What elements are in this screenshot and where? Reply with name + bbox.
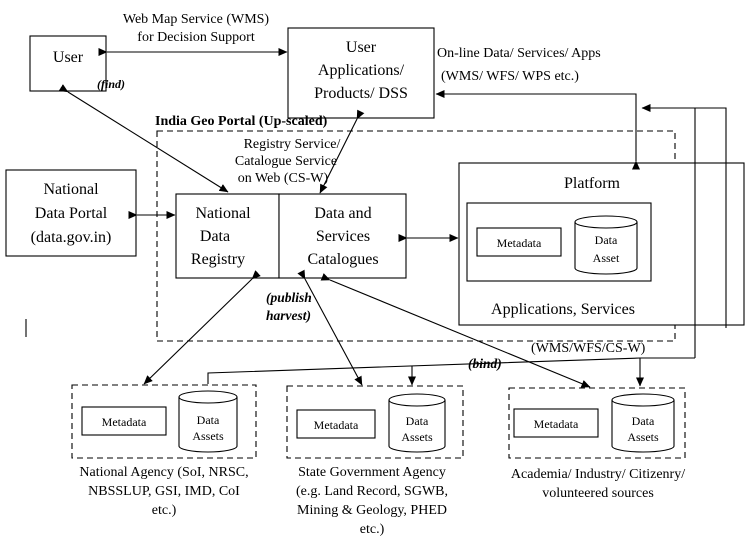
na-data-assets-line-2: Assets (192, 429, 224, 443)
agency1-line-1: National Agency (SoI, NRSC, (79, 465, 248, 480)
na-metadata-label: Metadata (102, 415, 147, 429)
ac-data-assets-line-1: Data (632, 414, 655, 428)
sa-metadata-box (296, 409, 376, 439)
agency1-line-2: NBSSLUP, GSI, IMD, CoI (88, 484, 240, 499)
agency2-line-1: State Government Agency (298, 465, 446, 480)
sa-data-assets-cylinder (388, 393, 446, 453)
agency2-line-3: Mining & Geology, PHED (297, 503, 447, 518)
na-metadata-box (81, 406, 167, 436)
trunk-horizontal (207, 357, 695, 384)
user-apps-line-1: User (346, 39, 377, 56)
ndr-line-1: National (195, 205, 251, 222)
platform-loop-connector (641, 104, 727, 328)
academia-boundary (508, 387, 686, 459)
user-box (29, 35, 107, 92)
data-services-catalogues-box (278, 193, 407, 279)
ndr-line-3: Registry (191, 251, 245, 268)
ndr-line-2: Data (200, 228, 230, 245)
registry-line-2: Catalogue Service (235, 154, 337, 169)
find-label: (find) (97, 77, 125, 91)
agency2-line-4: etc.) (360, 522, 385, 537)
platform-title: Platform (564, 175, 621, 192)
wms-wfs-csw-label: (WMS/WFS/CS-W) (531, 341, 646, 356)
user-applications-box (287, 27, 435, 119)
agency3-line-1: Academia/ Industry/ Citizenry/ (511, 467, 685, 482)
ndp-line-3: (data.gov.in) (31, 229, 112, 246)
online-label-line-2: (WMS/ WFS/ WPS etc.) (441, 69, 579, 84)
dsc-line-1: Data and (314, 205, 371, 222)
ac-data-assets-cylinder (611, 393, 675, 453)
ndp-line-2: Data Portal (35, 205, 108, 222)
sa-metadata-label: Metadata (314, 418, 359, 432)
agency3-line-2: volunteered sources (542, 486, 654, 501)
sa-data-assets-line-1: Data (406, 414, 429, 428)
registry-line-1: Registry Service/ (244, 137, 341, 152)
wms-label-line-2: for Decision Support (137, 30, 255, 45)
agency2-line-2: (e.g. Land Record, SGWB, (296, 484, 448, 499)
user-label: User (53, 49, 84, 66)
platform-metadata-box (476, 227, 562, 257)
national-data-registry-box (175, 193, 280, 279)
dsc-line-2: Services (316, 228, 370, 245)
registry-line-3: on Web (CS-W) (238, 171, 329, 186)
applications-services-label: Applications, Services (491, 301, 635, 318)
wms-label-line-1: Web Map Service (WMS) (123, 12, 270, 27)
user-apps-line-2: Applications/ (318, 62, 405, 79)
sa-data-assets-line-2: Assets (401, 430, 433, 444)
bind-connector (320, 273, 591, 388)
ndr-national-agency-connector (143, 270, 261, 385)
dsc-line-3: Catalogues (307, 251, 378, 268)
ac-metadata-label: Metadata (534, 417, 579, 431)
user-apps-line-3: Products/ DSS (314, 85, 408, 102)
ac-metadata-box (513, 408, 599, 438)
state-agency-boundary (286, 385, 464, 459)
platform-data-asset-line-2: Asset (593, 251, 620, 265)
ndp-line-1: National (43, 181, 99, 198)
platform-metadata-label: Metadata (497, 236, 542, 250)
national-agency-boundary (71, 384, 257, 459)
publish-line-2: harvest) (266, 308, 311, 323)
portal-title: India Geo Portal (Up-scaled) (155, 114, 328, 129)
na-data-assets-cylinder (178, 390, 238, 453)
catalogue-apps-connector (319, 109, 365, 194)
na-data-assets-line-1: Data (197, 413, 220, 427)
platform-data-asset-line-1: Data (595, 233, 618, 247)
platform-data-asset-cylinder (574, 215, 638, 275)
find-connector (58, 84, 229, 193)
online-data-connector (435, 90, 640, 170)
agency1-line-3: etc.) (152, 503, 177, 518)
publish-line-1: (publish (266, 290, 312, 305)
online-label-line-1: On-line Data/ Services/ Apps (437, 46, 601, 61)
ac-data-assets-line-2: Assets (627, 430, 659, 444)
